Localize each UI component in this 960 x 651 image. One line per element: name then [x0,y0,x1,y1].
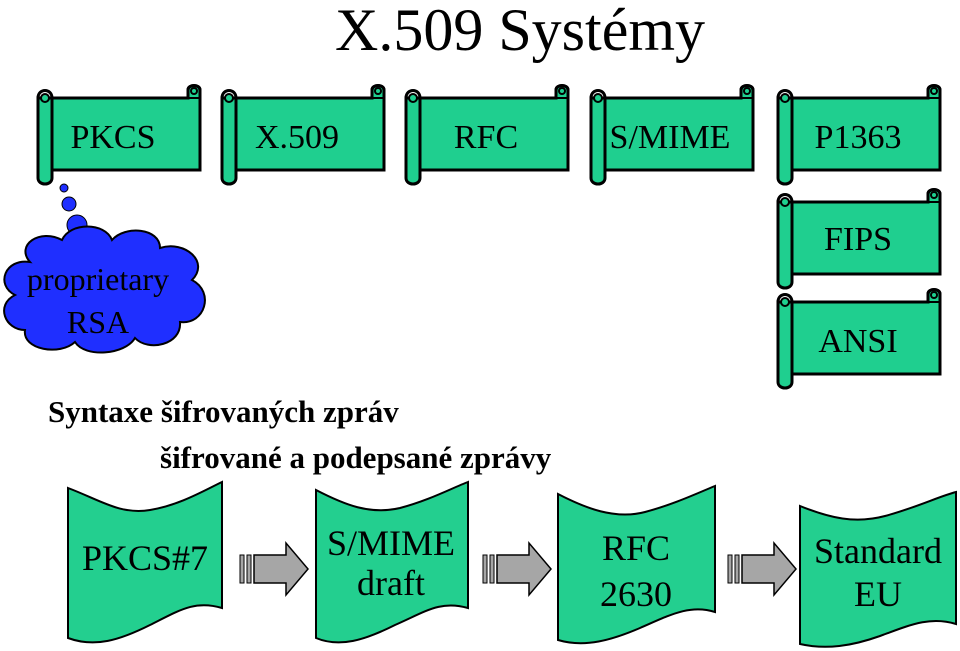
scroll-label: X.509 [255,119,339,156]
scroll-x509: X.509 [220,84,386,186]
flow-standard-eu: Standard EU [799,490,957,648]
scroll-label: ANSI [818,323,897,360]
scroll-rfc: RFC [404,84,570,186]
flow-smime-draft: S/MIME draft [315,480,469,644]
flow-rfc2630: RFC 2630 [557,484,716,645]
scroll-label: FIPS [824,221,892,258]
scroll-smime: S/MIME [589,84,755,186]
flow-arrow-2 [482,542,552,596]
scroll-fips: FIPS [776,188,942,290]
flow-pkcs7: PKCS#7 [67,480,223,644]
flow-label-line2: draft [357,563,425,603]
flow-label-line2: 2630 [600,574,672,614]
scroll-label: P1363 [815,119,902,156]
subheading-signed: šifrované a podepsané zprávy [160,440,552,475]
flow-label: PKCS#7 [82,538,208,578]
flow-label-line2: EU [854,574,902,614]
flow-label-line1: RFC [602,528,670,568]
flow-label-line1: S/MIME [327,523,455,563]
scroll-pkcs: PKCS [36,84,202,186]
subheading-syntax: Syntaxe šifrovaných zpráv [48,394,399,429]
flow-arrow-3 [727,542,797,596]
scroll-label: PKCS [70,119,155,156]
flow-arrow-1 [239,542,309,596]
scroll-label: RFC [454,119,518,156]
scroll-label: S/MIME [610,119,731,156]
thought-cloud: proprietary RSA [3,183,206,354]
scroll-p1363: P1363 [776,84,942,186]
cloud-label-line1: proprietary [27,261,169,297]
flow-label-line1: Standard [814,531,942,571]
cloud-label-line2: RSA [67,304,129,340]
slide-title: X.509 Systémy [335,0,705,63]
scroll-ansi: ANSI [776,288,942,390]
